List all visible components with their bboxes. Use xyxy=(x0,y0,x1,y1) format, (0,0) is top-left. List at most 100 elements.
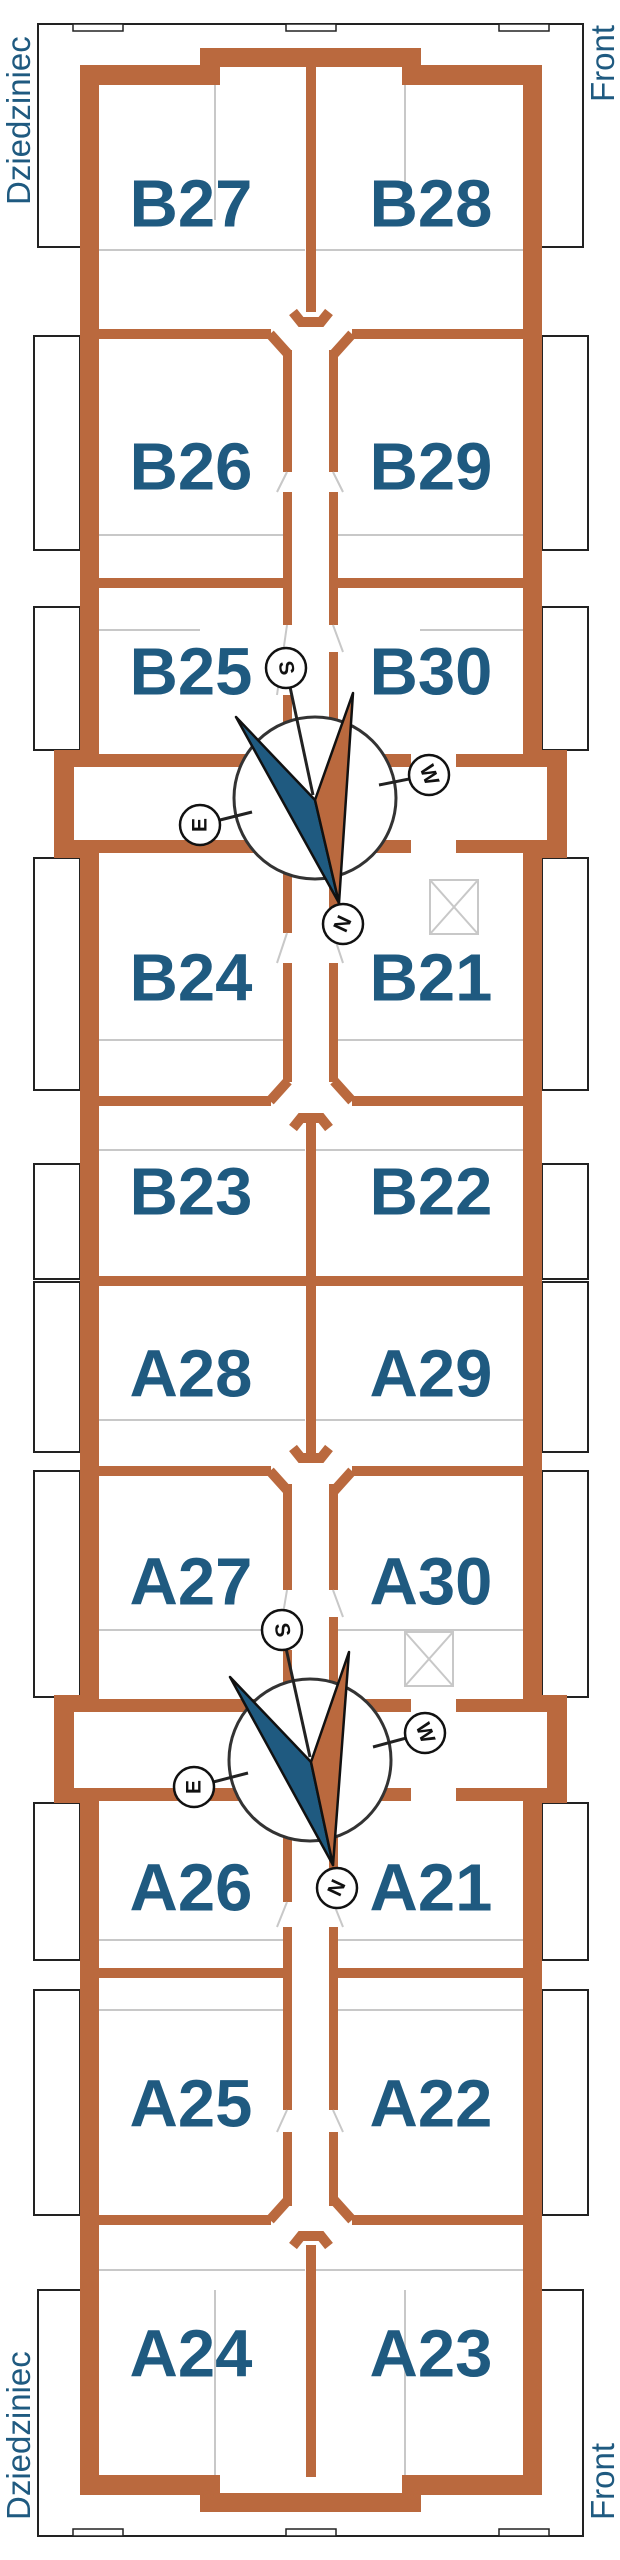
unit-wall xyxy=(338,1968,523,1978)
stair-band-wall xyxy=(456,840,547,853)
unit-label-B22[interactable]: B22 xyxy=(370,1155,493,1230)
unit-label-B26[interactable]: B26 xyxy=(130,430,253,505)
walls xyxy=(54,48,567,2512)
outer-wall-top xyxy=(80,65,220,85)
balcony-outline xyxy=(33,1989,81,2216)
compass-south-label: S xyxy=(273,659,298,677)
balcony-outline xyxy=(33,335,81,551)
door-opening xyxy=(282,472,293,492)
unit-label-A28[interactable]: A28 xyxy=(130,1337,253,1412)
compass-rose-2: S W E N xyxy=(172,1608,447,1910)
elevator-icon xyxy=(404,1631,454,1687)
balcony-outline xyxy=(541,857,589,1091)
window-icon xyxy=(285,2528,337,2537)
door-opening xyxy=(328,1902,339,1927)
balcony-outline xyxy=(541,1470,589,1698)
unit-label-A24[interactable]: A24 xyxy=(130,2317,253,2392)
compass-west-marker: W xyxy=(407,753,451,797)
window-icon xyxy=(498,23,550,32)
balcony-outline xyxy=(33,1470,81,1698)
unit-label-B30[interactable]: B30 xyxy=(370,635,493,710)
corridor-diagonal xyxy=(266,1077,292,1105)
compass-east-circle xyxy=(178,803,222,847)
elevator-icon xyxy=(429,879,479,935)
window-icon xyxy=(72,23,124,32)
corridor-diagonal xyxy=(330,1077,356,1105)
outer-wall-top xyxy=(402,65,542,85)
balcony-outline xyxy=(541,1281,589,1453)
corridor-wall-left xyxy=(283,350,292,753)
unit-wall xyxy=(352,329,523,339)
corridor-chevron xyxy=(289,2231,333,2250)
door-opening xyxy=(328,933,339,963)
compass-south-circle xyxy=(264,646,308,690)
unit-label-A21[interactable]: A21 xyxy=(370,1851,493,1926)
balcony-outline xyxy=(33,857,81,1091)
stair-band-wall xyxy=(456,1699,547,1712)
stair-band-wall xyxy=(456,754,547,767)
compass-west-circle xyxy=(403,1711,447,1755)
central-wall xyxy=(306,67,316,312)
unit-label-A29[interactable]: A29 xyxy=(370,1337,493,1412)
window-icon xyxy=(72,2528,124,2537)
unit-label-B28[interactable]: B28 xyxy=(370,167,493,242)
corridor-wall-right xyxy=(329,853,338,1082)
balcony-outline xyxy=(541,606,589,751)
compass-needle-orange xyxy=(309,1650,351,1867)
unit-label-B21[interactable]: B21 xyxy=(370,941,493,1016)
compass-tick xyxy=(284,667,315,796)
unit-label-A30[interactable]: A30 xyxy=(370,1545,493,1620)
unit-label-B29[interactable]: B29 xyxy=(370,430,493,505)
compass-south-marker: S xyxy=(260,1608,304,1652)
unit-label-A22[interactable]: A22 xyxy=(370,2067,493,2142)
elevator-cross xyxy=(404,1631,454,1687)
door-opening xyxy=(328,472,339,492)
balcony-outline xyxy=(33,606,81,751)
outer-wall-bottom-bump xyxy=(200,2493,421,2512)
outer-wall-left xyxy=(80,65,99,2495)
door-opening xyxy=(328,625,339,652)
door-swing xyxy=(276,2109,288,2133)
unit-label-B23[interactable]: B23 xyxy=(130,1155,253,1230)
side-label-courtyard-bottom: Dziedziniec xyxy=(0,2351,37,2520)
side-label-front-bottom: Front xyxy=(584,2443,620,2520)
door-opening xyxy=(328,1590,339,1617)
unit-wall xyxy=(352,1466,523,1476)
compass-north-circle xyxy=(315,1866,359,1910)
elevator-cross xyxy=(429,879,479,935)
unit-label-A26[interactable]: A26 xyxy=(130,1851,253,1926)
outer-wall-right xyxy=(523,65,542,2495)
corridor-wall-left xyxy=(283,853,292,1082)
unit-label-A27[interactable]: A27 xyxy=(130,1545,253,1620)
unit-wall xyxy=(99,1466,271,1476)
door-swing xyxy=(332,624,344,653)
unit-label-A23[interactable]: A23 xyxy=(370,2317,493,2392)
compass-north-marker: N xyxy=(315,1866,359,1910)
outer-wall-bottom xyxy=(402,2475,542,2495)
door-opening xyxy=(328,2110,339,2132)
unit-label-B27[interactable]: B27 xyxy=(130,167,253,242)
unit-label-A25[interactable]: A25 xyxy=(130,2067,253,2142)
door-swing xyxy=(332,1589,344,1618)
elevator-box xyxy=(429,879,479,935)
balcony-outline xyxy=(541,1989,589,2216)
compass-west-marker: W xyxy=(403,1711,447,1755)
unit-wall xyxy=(99,1968,284,1978)
window-icon xyxy=(285,23,337,32)
door-swing xyxy=(332,2109,344,2133)
unit-wall xyxy=(99,1276,523,1286)
corridor-wall-left xyxy=(283,1800,292,2206)
outer-wall-bottom xyxy=(80,2475,220,2495)
unit-label-B24[interactable]: B24 xyxy=(130,941,253,1016)
compass-east-marker: E xyxy=(172,1765,216,1809)
door-opening xyxy=(282,933,293,963)
corridor-chevron xyxy=(289,1444,333,1463)
door-swing xyxy=(276,1901,288,1928)
unit-label-B25[interactable]: B25 xyxy=(130,635,253,710)
door-swing xyxy=(332,471,344,493)
unit-labels: B27 B28 B26 B29 B25 B30 B24 B21 B23 B22 … xyxy=(130,167,493,2392)
unit-wall xyxy=(99,1096,271,1106)
compass-south-circle xyxy=(260,1608,304,1652)
balcony-outline xyxy=(33,1281,81,1453)
